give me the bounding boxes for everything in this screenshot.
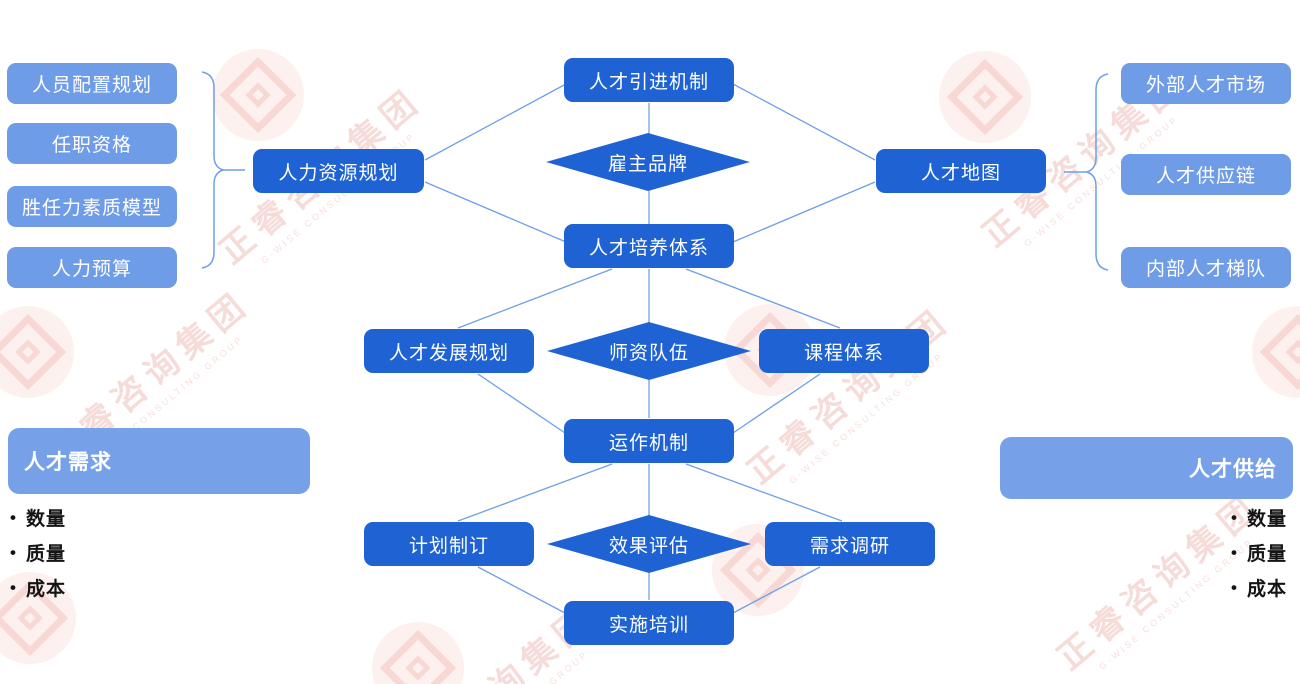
panel-talent-demand: 人才需求 [8,428,310,494]
right-item-internal-talent-pipeline: 内部人才梯队 [1121,247,1291,288]
bullet-quantity: 数量 [10,500,66,535]
node-talent-training-system: 人才培养体系 [564,224,734,268]
left-item-competency-model: 胜任力素质模型 [7,186,177,227]
left-group-bracket [201,71,226,269]
bullet-cost: 成本 [10,570,66,605]
node-talent-map: 人才地图 [876,149,1046,193]
bullet-quantity: 数量 [1150,500,1287,535]
right-group-bracket [1084,73,1109,271]
watermark-logo-icon [939,51,1031,143]
right-item-talent-supply-chain: 人才供应链 [1121,154,1291,195]
right-item-external-talent-market: 外部人才市场 [1121,63,1291,104]
node-hr-planning: 人力资源规划 [253,149,424,193]
talent-demand-bullets: 数量 质量 成本 [10,500,66,605]
bullet-quality: 质量 [10,535,66,570]
node-talent-intro-mechanism: 人才引进机制 [564,58,734,102]
panel-talent-supply: 人才供给 [1000,437,1293,499]
node-course-system: 课程体系 [759,329,929,373]
node-plan-making: 计划制订 [364,522,534,566]
node-training-implementation: 实施培训 [564,601,734,645]
talent-supply-bullets: 数量 质量 成本 [1150,500,1287,605]
bullet-quality: 质量 [1150,535,1287,570]
left-item-hr-budget: 人力预算 [7,247,177,288]
bullet-cost: 成本 [1150,570,1287,605]
left-item-staffing-plan: 人员配置规划 [7,63,177,104]
node-demand-research: 需求调研 [765,522,935,566]
node-talent-dev-planning: 人才发展规划 [364,329,534,373]
node-operation-mechanism: 运作机制 [564,419,734,463]
watermark-logo-icon [0,306,74,398]
watermark-logo-icon [212,49,304,141]
left-item-qualification: 任职资格 [7,123,177,164]
